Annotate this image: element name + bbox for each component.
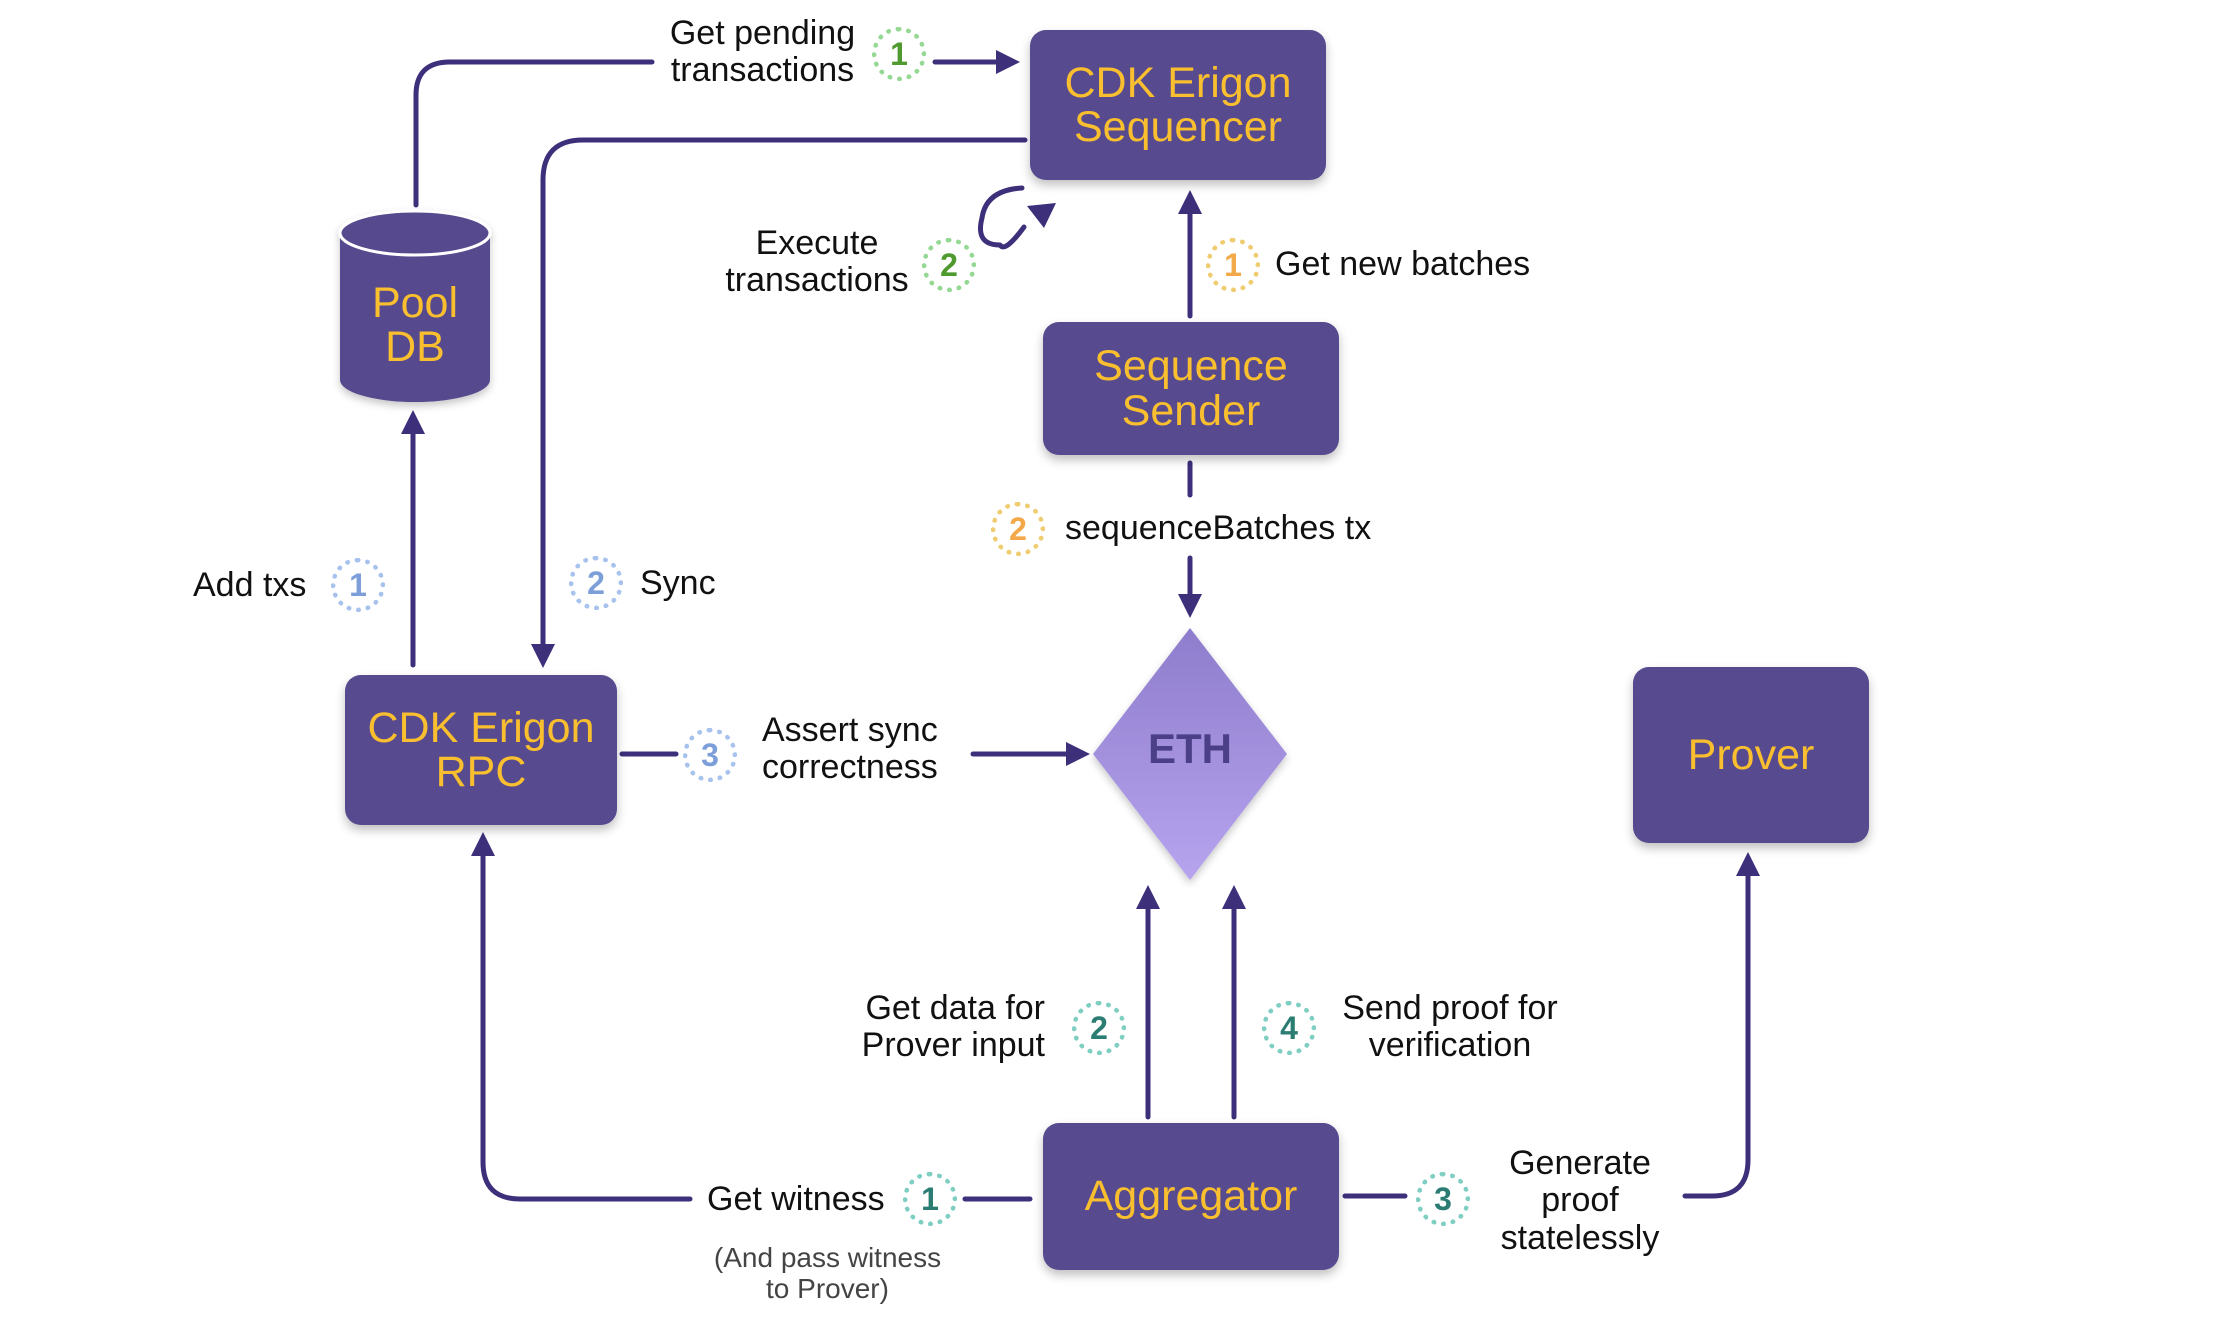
badge-add-txs: 1 — [331, 558, 385, 612]
arrowhead-eth-bottom-data — [1136, 885, 1160, 909]
eth-label: ETH — [1148, 725, 1232, 772]
badge-get-witness: 1 — [903, 1172, 957, 1226]
label-sync: Sync — [640, 564, 716, 602]
eth-diamond — [1093, 628, 1287, 880]
badge-sequence-batches: 2 — [991, 502, 1045, 556]
aggregator-node: Aggregator — [1043, 1123, 1339, 1270]
arrowhead-eth-left — [1066, 742, 1090, 766]
prover-label: Prover — [1687, 730, 1815, 779]
badge-generate-proof: 3 — [1416, 1172, 1470, 1226]
arrowhead-execute-loop — [1027, 203, 1056, 228]
sequencer-node-label: CDK Erigon Sequencer — [1064, 58, 1292, 151]
arrowhead-rpc-top — [531, 644, 555, 668]
label-send-proof: Send proof for verification — [1342, 989, 1558, 1065]
badge-get-new-batches: 1 — [1206, 238, 1260, 292]
pool-db-node-label: Pool DB — [340, 270, 490, 380]
label-get-witness: Get witness — [707, 1180, 885, 1218]
arrowhead-prover-bottom — [1736, 852, 1760, 876]
aggregator-label: Aggregator — [1084, 1172, 1298, 1221]
label-generate-proof: Generate proof statelessly — [1500, 1144, 1660, 1257]
edge-sequencer-to-rpc — [540, 137, 1028, 651]
arrowhead-sequencer-left — [996, 50, 1020, 74]
label-sequence-batches: sequenceBatches tx — [1065, 509, 1372, 547]
badge-get-data: 2 — [1072, 1001, 1126, 1055]
badge-assert-sync: 3 — [683, 728, 737, 782]
sequence-sender-label: Sequence Sender — [1094, 342, 1288, 435]
edge-execute-loop — [978, 185, 1027, 250]
label-get-pending: Get pending transactions — [669, 14, 856, 90]
label-get-data: Get data for Prover input — [861, 989, 1045, 1065]
edge-witness-to-rpc — [480, 847, 693, 1202]
rpc-node: CDK Erigon RPC — [345, 675, 617, 825]
label-execute: Execute transactions — [725, 224, 909, 300]
arrowhead-sequencer-bottom — [1178, 190, 1202, 214]
sequence-sender-node: Sequence Sender — [1043, 322, 1339, 455]
pool-db-cylinder — [338, 209, 492, 402]
arrowhead-pooldb-bottom — [401, 410, 425, 434]
badge-execute: 2 — [922, 238, 976, 292]
label-get-new-batches: Get new batches — [1275, 245, 1531, 283]
prover-node: Prover — [1633, 667, 1869, 843]
rpc-label: CDK Erigon RPC — [367, 703, 595, 796]
badge-get-pending: 1 — [872, 27, 926, 81]
edge-generate-to-prover — [1682, 867, 1751, 1199]
arrowhead-eth-bottom-proof — [1222, 885, 1246, 909]
label-witness-note: (And pass witness to Prover) — [713, 1242, 942, 1304]
badge-sync: 2 — [569, 556, 623, 610]
badge-send-proof: 4 — [1262, 1001, 1316, 1055]
arrowhead-eth-top — [1178, 594, 1202, 618]
edge-pooldb-to-sequencer — [413, 59, 655, 208]
label-assert-sync: Assert sync correctness — [762, 711, 938, 787]
pool-db-label: Pool DB — [371, 278, 459, 371]
sequencer-node: CDK Erigon Sequencer — [1030, 30, 1326, 180]
arrowhead-rpc-bottom — [471, 832, 495, 856]
label-add-txs: Add txs — [193, 566, 307, 604]
